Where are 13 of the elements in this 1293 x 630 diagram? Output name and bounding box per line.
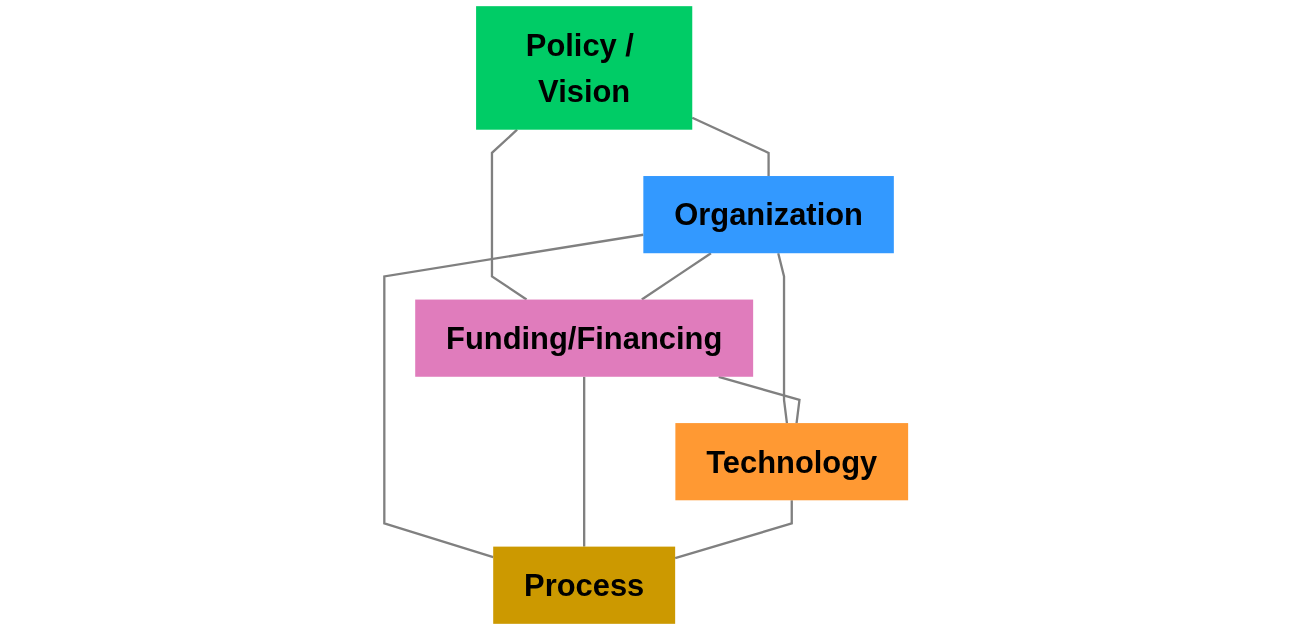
connector [583,376,586,547]
node-box: Technology [675,423,909,501]
node-box: Funding/Financing [415,299,754,377]
connector [383,233,644,559]
node-box: Organization [643,176,895,254]
connector [491,128,528,301]
node-box: Process [493,546,676,624]
connector [692,116,770,177]
connector [718,375,801,424]
node-box: Policy / Vision [476,6,693,130]
connector [641,252,712,301]
connector [675,500,794,560]
connector [777,252,789,424]
